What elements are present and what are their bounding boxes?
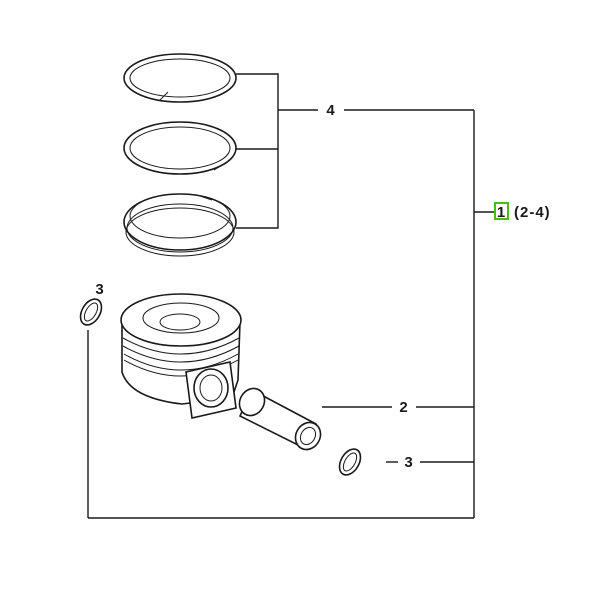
piston-ring-oil[interactable]	[123, 193, 237, 257]
rings-leader	[236, 73, 474, 229]
snap-ring-left[interactable]	[76, 295, 106, 328]
snap-ring-right[interactable]	[335, 445, 365, 478]
callout-assembly-number: 1	[497, 204, 506, 221]
assembly-highlight-box	[494, 202, 509, 220]
callout-assembly[interactable]: 1 (2-4)	[494, 202, 551, 221]
piston-ring-middle[interactable]	[123, 121, 237, 175]
piston[interactable]	[120, 293, 242, 419]
callout-rings: 4	[326, 102, 335, 119]
piston-ring-top[interactable]	[123, 53, 237, 103]
callout-assembly-range: (2-4)	[514, 204, 551, 221]
piston-pin[interactable]	[235, 384, 326, 454]
callout-pin: 2	[399, 399, 408, 416]
callout-snap-ring-right: 3	[404, 454, 413, 471]
callout-snap-ring-left: 3	[95, 281, 104, 298]
assembly-leader	[87, 110, 494, 519]
